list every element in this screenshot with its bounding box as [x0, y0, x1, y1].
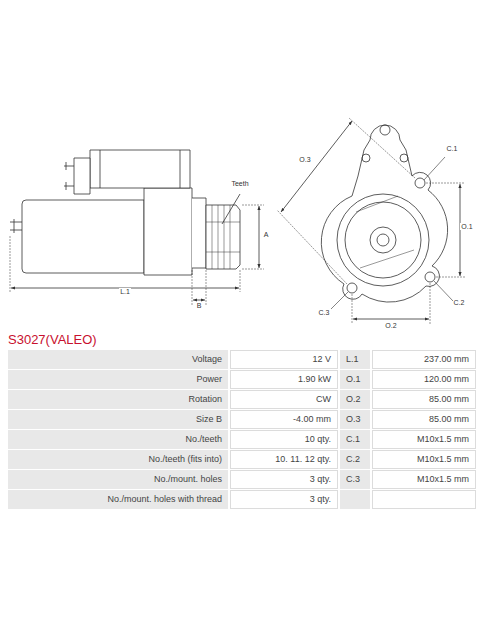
- spec-value: M10x1.5 mm: [372, 470, 476, 489]
- motor-body: [22, 200, 144, 273]
- solenoid-cap: [74, 158, 90, 194]
- spec-name: O.3: [340, 410, 370, 429]
- extension-line: [352, 283, 430, 324]
- extension-line: [10, 236, 240, 292]
- spec-name: No./teeth (fits into): [8, 450, 228, 469]
- flange-ring: [345, 202, 421, 278]
- rear-stud: [10, 219, 22, 233]
- spec-name: C.1: [340, 430, 370, 449]
- extension-line: [277, 118, 415, 284]
- spec-value: 85.00 mm: [372, 390, 476, 409]
- empty-cell: [340, 490, 370, 509]
- pinion: [206, 205, 240, 269]
- spec-value: 3 qty.: [230, 490, 338, 509]
- solenoid-bolt: [362, 154, 370, 162]
- mount-hole: [347, 283, 357, 293]
- end-view: [277, 118, 465, 324]
- spec-value: M10x1.5 mm: [372, 430, 476, 449]
- solenoid-band: [100, 150, 180, 188]
- spec-value: CW: [230, 390, 338, 409]
- spec-name: No./teeth: [8, 430, 228, 449]
- dimension-label: O.2: [384, 322, 397, 329]
- spec-value: 10. 11. 12 qty.: [230, 450, 338, 469]
- side-view: [10, 150, 264, 306]
- part-title: S3027(VALEO): [8, 333, 97, 346]
- nose: [192, 198, 206, 268]
- part-label: Teeth: [230, 180, 249, 187]
- dimension-line: [193, 300, 205, 301]
- dimension-label: C.3: [318, 309, 331, 316]
- dimension-label: O.3: [298, 156, 311, 163]
- spec-name: Power: [8, 370, 228, 389]
- flange-outline: [321, 125, 447, 302]
- pinion-circle: [370, 227, 396, 253]
- mount-hole: [415, 178, 425, 188]
- extension-line: [242, 205, 264, 269]
- dimension-line: [281, 121, 352, 212]
- spec-value: 12 V: [230, 350, 338, 369]
- spec-value: 1.90 kW: [230, 370, 338, 389]
- web-line: [356, 196, 414, 268]
- dimension-line: [460, 184, 461, 276]
- spec-value: M10x1.5 mm: [372, 450, 476, 469]
- spec-value: -4.00 mm: [230, 410, 338, 429]
- solenoid-bolt: [400, 154, 408, 162]
- boss-hole: [380, 125, 390, 135]
- dimension-label: C.1: [446, 145, 459, 152]
- spec-name: C.2: [340, 450, 370, 469]
- spec-name: O.2: [340, 390, 370, 409]
- leader-line: [331, 157, 453, 309]
- spec-name: No./mount. holes: [8, 470, 228, 489]
- dimension-line: [353, 319, 429, 320]
- front-housing: [144, 188, 192, 275]
- mount-hole: [425, 272, 435, 282]
- dimension-label: O.1: [460, 223, 473, 230]
- solenoid-terminal: [64, 162, 74, 190]
- spec-name: L.1: [340, 350, 370, 369]
- spec-value: 3 qty.: [230, 470, 338, 489]
- spec-name: Rotation: [8, 390, 228, 409]
- spec-name: C.3: [340, 470, 370, 489]
- spec-value: 85.00 mm: [372, 410, 476, 429]
- spec-name: No./mount. holes with thread: [8, 490, 228, 509]
- empty-cell: [372, 490, 476, 509]
- spec-value: 10 qty.: [230, 430, 338, 449]
- dimension-label: L.1: [119, 288, 131, 295]
- solenoid: [90, 150, 190, 188]
- dimension-label: C.2: [453, 299, 466, 306]
- flange-ring: [337, 194, 429, 286]
- dimension-label: A: [263, 231, 270, 238]
- leader-line: [222, 194, 240, 224]
- extension-line: [426, 183, 465, 277]
- dimension-line: [259, 206, 260, 268]
- shaft: [377, 234, 389, 246]
- spec-value: 237.00 mm: [372, 350, 476, 369]
- spec-name: Voltage: [8, 350, 228, 369]
- spec-name: Size B: [8, 410, 228, 429]
- pinion-bore: [206, 222, 240, 252]
- dimension-label: B: [196, 302, 203, 309]
- spec-name: O.1: [340, 370, 370, 389]
- spec-value: 120.00 mm: [372, 370, 476, 389]
